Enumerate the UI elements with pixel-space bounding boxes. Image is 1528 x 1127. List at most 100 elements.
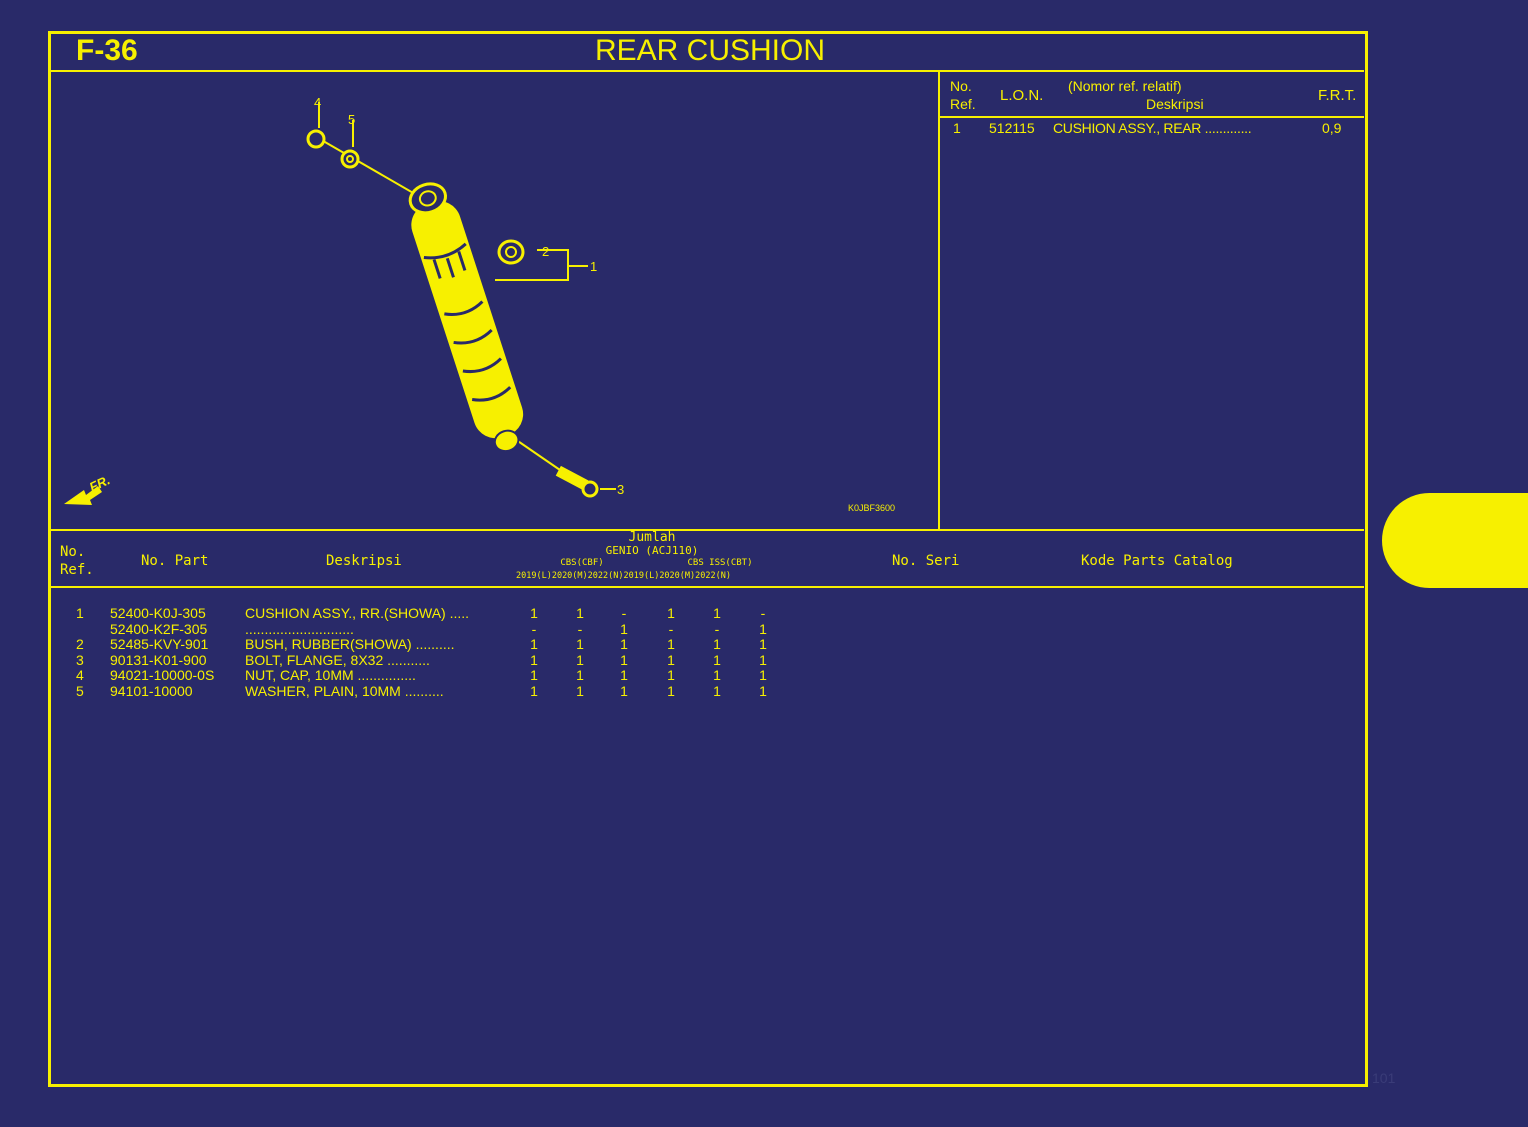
quantity-cell: 1	[620, 651, 628, 668]
part-description: CUSHION ASSY., RR.(SHOWA) .....	[245, 605, 470, 621]
quantity-cell: 1	[620, 683, 628, 699]
ref-number: 1	[76, 605, 84, 621]
frt-row-lon: 512115	[989, 120, 1035, 136]
header-group-b: CBS ISS(CBT)	[687, 558, 753, 568]
quantity-cell: 1	[620, 667, 628, 684]
header-no-part: No. Part	[141, 553, 209, 569]
quantity-cell: 1	[759, 651, 767, 668]
quantity-cell: 1	[576, 683, 584, 699]
part-number: 94101-10000	[110, 683, 193, 699]
part-number: 90131-K01-900	[110, 651, 207, 668]
front-arrow-icon	[64, 486, 102, 505]
divider	[50, 586, 1364, 588]
part-description: BUSH, RUBBER(SHOWA) ..........	[245, 636, 455, 653]
quantity-cell: 1	[667, 667, 675, 684]
catalog-frame	[48, 31, 1368, 1087]
ref-number: 4	[76, 667, 84, 684]
frt-header-lon: L.O.N.	[1000, 87, 1044, 104]
quantity-cell: 1	[530, 651, 538, 668]
header-group-a: CBS(CBF)	[560, 558, 604, 568]
header-deskripsi: Deskripsi	[326, 553, 402, 569]
header-model: GENIO (ACJ110)	[605, 544, 699, 557]
callout-3: 3	[617, 482, 624, 497]
quantity-cell: 1	[530, 636, 538, 653]
bolt-icon	[581, 480, 599, 498]
callout-1: 1	[590, 259, 597, 274]
frt-header-desc: Deskripsi	[1146, 96, 1204, 112]
part-number: 94021-10000-0S	[110, 667, 215, 684]
quantity-cell: 1	[576, 605, 584, 621]
quantity-cell: 1	[713, 683, 721, 699]
quantity-cell: 1	[576, 667, 584, 684]
year-label: 2020(M)	[551, 571, 588, 581]
page-title: REAR CUSHION	[594, 34, 826, 67]
quantity-cell: 1	[667, 605, 675, 621]
quantity-cell: 1	[667, 683, 675, 699]
quantity-cell: 1	[713, 605, 721, 621]
divider	[50, 70, 1364, 72]
frt-row-desc: CUSHION ASSY., REAR .............	[1053, 120, 1252, 136]
callout-5: 5	[348, 112, 355, 127]
year-label: 2022(N)	[695, 571, 731, 581]
header-kode: Kode Parts Catalog	[1081, 553, 1233, 569]
part-description: NUT, CAP, 10MM ...............	[245, 667, 416, 684]
year-label: 2020(M)	[659, 571, 696, 581]
quantity-cell: 1	[667, 651, 675, 668]
year-label: 2019(L)	[516, 571, 552, 581]
divider	[938, 72, 940, 530]
quantity-cell: 1	[576, 651, 584, 668]
frt-header-frt: F.R.T.	[1318, 87, 1357, 104]
header-jumlah: Jumlah	[628, 530, 676, 545]
quantity-cell: 1	[530, 683, 538, 699]
frt-header-noref: No.Ref.	[950, 78, 976, 112]
quantity-cell: -	[621, 605, 627, 621]
quantity-cell: 1	[713, 651, 721, 668]
divider	[940, 116, 1364, 118]
quantity-cell: -	[668, 620, 674, 637]
quantity-cell: 1	[530, 667, 538, 684]
quantity-cell: 1	[713, 636, 721, 653]
frt-row-frt: 0,9	[1322, 120, 1342, 136]
exploded-diagram: 4 5 2 1 3 FR. K0JBF3600	[64, 95, 895, 513]
callout-2: 2	[542, 244, 549, 259]
quantity-cell: -	[531, 620, 537, 637]
quantity-cell: 1	[620, 636, 628, 653]
quantity-cell: 1	[759, 636, 767, 653]
ref-number: 2	[76, 636, 84, 653]
page-number: 101	[1372, 1070, 1396, 1086]
ref-number: 3	[76, 651, 84, 668]
quantity-cell: -	[577, 620, 583, 637]
quantity-cell: 1	[620, 620, 628, 637]
part-description: BOLT, FLANGE, 8X32 ...........	[245, 651, 430, 668]
header-no-ref: No.Ref.	[60, 544, 94, 578]
quantity-cell: -	[760, 605, 766, 621]
quantity-cell: 1	[759, 683, 767, 699]
part-number: 52400-K0J-305	[110, 605, 206, 621]
quantity-cell: 1	[530, 605, 538, 621]
part-number: 52400-K2F-305	[110, 620, 208, 637]
part-number: 52485-KVY-901	[110, 636, 209, 653]
part-description: WASHER, PLAIN, 10MM ..........	[245, 683, 444, 699]
page-code: F-36	[76, 34, 138, 67]
frt-header-desc-top: (Nomor ref. relatif)	[1068, 78, 1182, 94]
quantity-cell: 1	[713, 667, 721, 684]
quantity-cell: 1	[667, 636, 675, 653]
year-label: 2022(N)	[587, 571, 624, 581]
quantity-cell: 1	[759, 620, 767, 637]
header-no-seri: No. Seri	[892, 553, 960, 569]
shock-absorber-icon	[408, 182, 524, 453]
washer-icon	[340, 149, 360, 169]
ref-number: 5	[76, 683, 84, 699]
quantity-cell: 1	[576, 636, 584, 653]
side-tab-button[interactable]	[1382, 493, 1528, 588]
header-years: 2019(L)2020(M)2022(N)2019(L)2020(M)2022(…	[516, 571, 731, 581]
year-label: 2019(L)	[623, 571, 660, 581]
callout-4: 4	[314, 95, 321, 110]
quantity-cell: -	[714, 620, 720, 637]
part-description: ............................	[245, 620, 354, 637]
bush-icon	[497, 239, 525, 265]
frt-row-ref: 1	[953, 120, 961, 136]
quantity-cell: 1	[759, 667, 767, 684]
drawing-code: K0JBF3600	[848, 503, 895, 513]
nut-icon	[306, 129, 326, 149]
